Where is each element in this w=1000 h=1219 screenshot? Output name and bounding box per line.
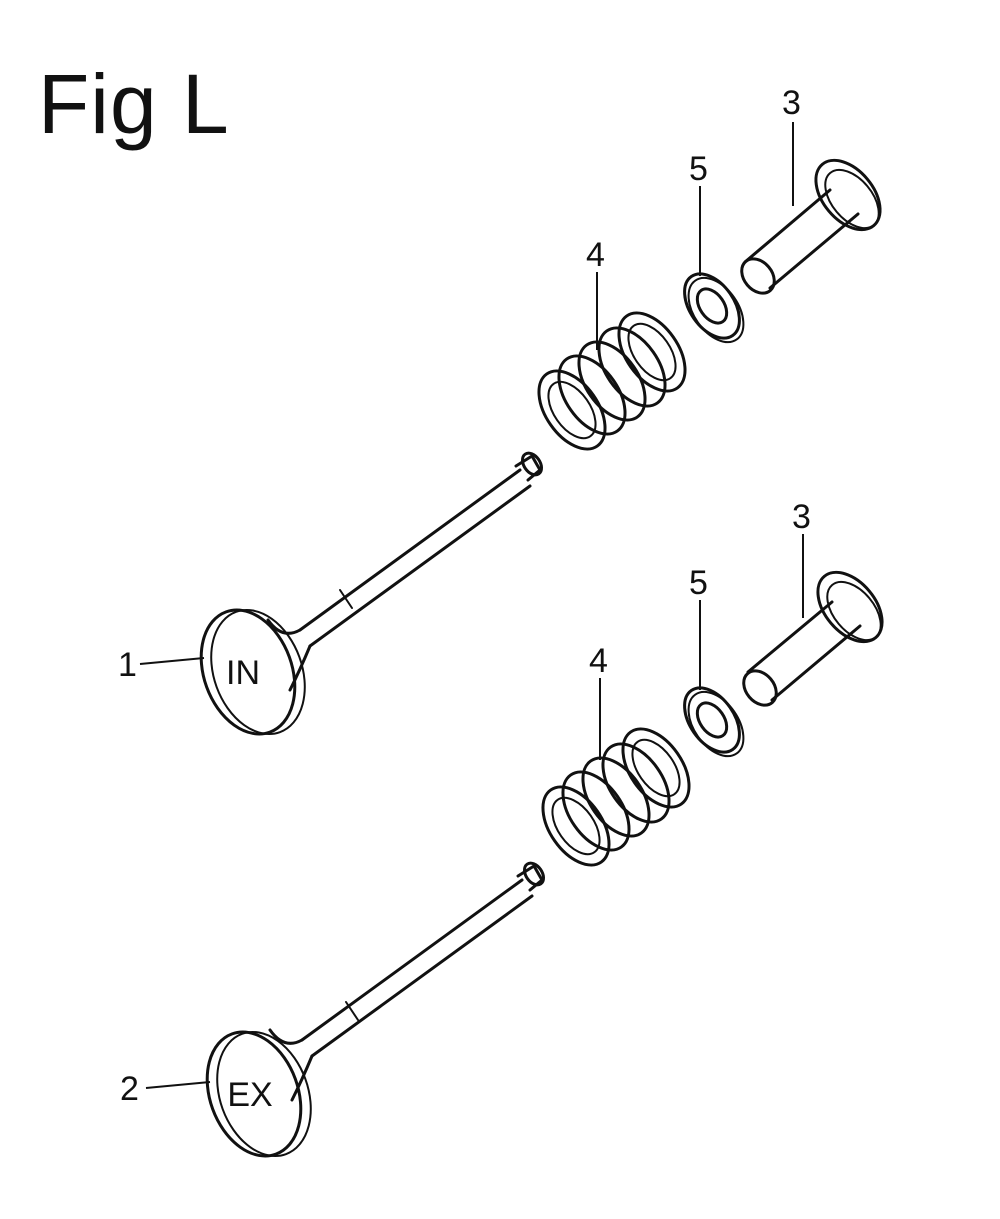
callout-5-top: 5 <box>689 150 708 188</box>
leader-line-1 <box>139 657 205 665</box>
exhaust-valve <box>205 861 546 1158</box>
intake-valve <box>199 451 544 736</box>
valve-guide-bottom <box>742 570 884 707</box>
figure-title: Fig L <box>38 57 230 151</box>
valve-spring-retainer-bottom <box>683 686 745 758</box>
leader-line-2 <box>145 1081 211 1089</box>
valve-spring-bottom <box>541 727 691 867</box>
callout-4-top: 4 <box>586 236 605 274</box>
intake-mark: IN <box>226 654 260 692</box>
valve-spring-top <box>537 311 687 451</box>
callout-2: 2 <box>120 1070 139 1108</box>
callout-3-bottom: 3 <box>792 498 811 536</box>
callout-1: 1 <box>118 646 137 684</box>
valve-spring-retainer-top <box>683 272 745 344</box>
callout-4-bottom: 4 <box>589 642 608 680</box>
callout-3-top: 3 <box>782 84 801 122</box>
callout-5-bottom: 5 <box>689 564 708 602</box>
valve-guide-top <box>740 158 882 295</box>
exhaust-mark: EX <box>227 1076 272 1114</box>
